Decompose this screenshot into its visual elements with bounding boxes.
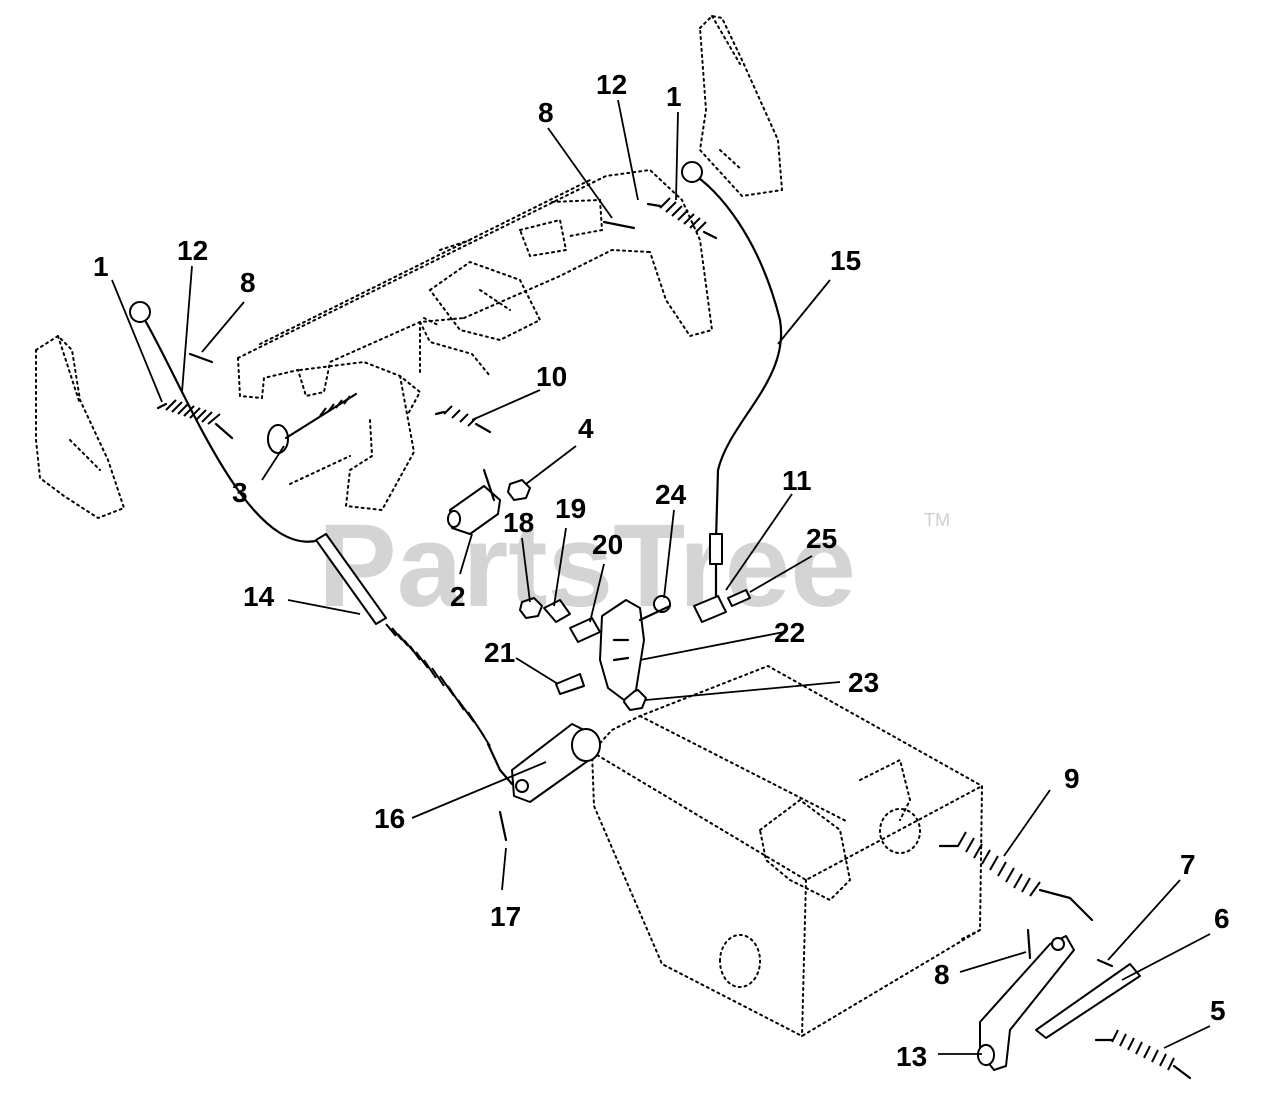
callout-23: 23: [848, 667, 879, 698]
callout-18: 18: [503, 507, 534, 538]
pin-8-lower: [1026, 928, 1032, 960]
callout-8-right: 8: [538, 97, 554, 128]
callout-3: 3: [232, 477, 248, 508]
callout-15: 15: [830, 245, 861, 276]
callout-20: 20: [592, 529, 623, 560]
engine-housing: [590, 664, 984, 1038]
pin-8-left: [188, 352, 214, 364]
callout-25: 25: [806, 523, 837, 554]
lever-22: [599, 599, 672, 701]
spring-5: [1094, 1029, 1192, 1080]
callout-22: 22: [774, 617, 805, 648]
callout-16: 16: [374, 803, 405, 834]
right-side-plate: [698, 14, 784, 198]
callout-2: 2: [450, 581, 466, 612]
cable-14: [129, 301, 514, 786]
cable-15: [681, 161, 783, 598]
eye-bolt-3: [266, 392, 358, 455]
pin-7: [1096, 958, 1114, 968]
callout-19: 19: [555, 493, 586, 524]
left-side-plate: [35, 334, 126, 520]
rod-6: [1035, 963, 1141, 1039]
screw-21: [555, 673, 585, 695]
callout-12-left: 12: [177, 235, 208, 266]
callout-17: 17: [490, 901, 521, 932]
spring-1-left: [156, 399, 234, 440]
callout-8-lower: 8: [934, 959, 950, 990]
swivel-11: [693, 595, 727, 623]
watermark-trademark: TM: [924, 510, 950, 530]
bolt-25: [727, 589, 751, 607]
link-16: [511, 723, 602, 803]
pin-20: [569, 617, 601, 643]
callout-labels: 1 12 8 12 1 8 15 10 4 3 11 24 19 18 20 2…: [93, 69, 1230, 1072]
spring-9: [938, 831, 1094, 922]
lever-13: [976, 935, 1075, 1071]
callout-21: 21: [484, 637, 515, 668]
pin-8-right: [602, 220, 636, 230]
callout-12-right: 12: [596, 69, 627, 100]
spring-10: [434, 405, 492, 434]
bracket-2: [446, 468, 501, 535]
leader-lines: [111, 99, 1211, 1055]
callout-4: 4: [578, 413, 594, 444]
watermark-text: PartsTree: [318, 500, 856, 632]
upper-frame: [237, 168, 714, 512]
callout-13: 13: [896, 1041, 927, 1072]
callout-24: 24: [655, 479, 687, 510]
callout-14: 14: [243, 581, 275, 612]
callout-9: 9: [1064, 763, 1080, 794]
nut-4: [507, 479, 531, 501]
callout-7: 7: [1180, 849, 1196, 880]
callout-5: 5: [1210, 995, 1226, 1026]
pin-17: [498, 810, 508, 842]
callout-6: 6: [1214, 903, 1230, 934]
callout-1-right: 1: [666, 81, 682, 112]
callout-8-left: 8: [240, 267, 256, 298]
nut-18: [519, 597, 543, 619]
callout-1-left: 1: [93, 251, 109, 282]
spring-1-right: [646, 197, 718, 240]
callout-10: 10: [536, 361, 567, 392]
callout-11: 11: [782, 465, 812, 496]
